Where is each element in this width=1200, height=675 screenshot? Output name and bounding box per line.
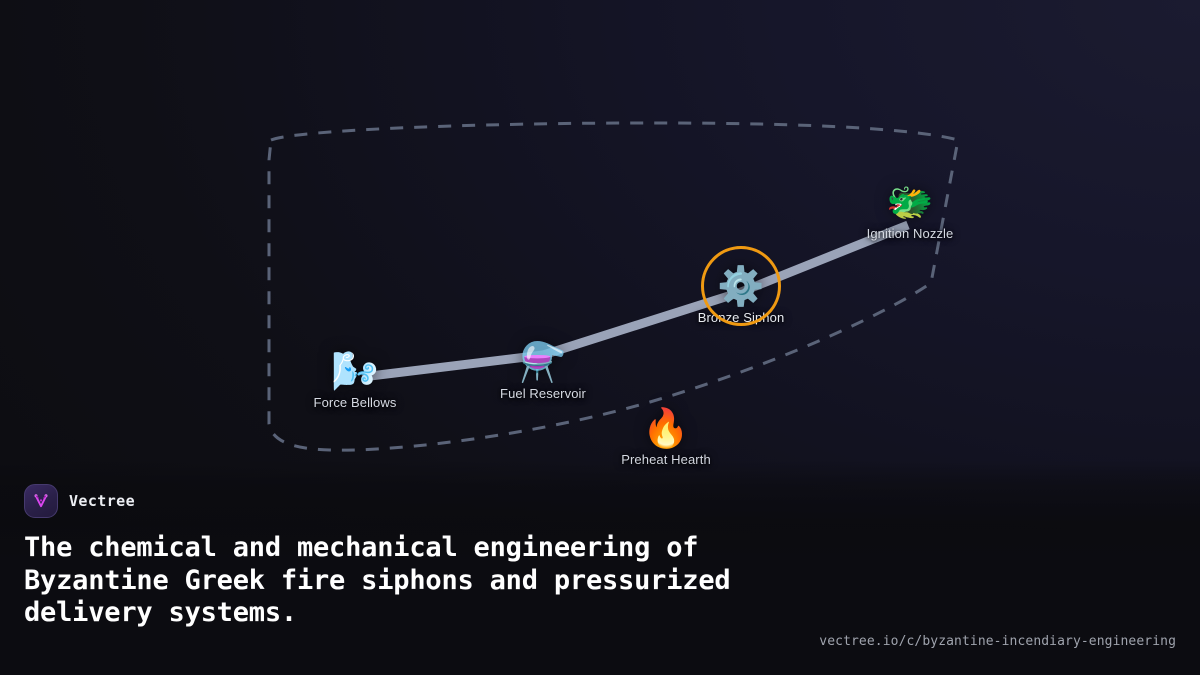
graph-node-bronze-siphon[interactable]: ⚙️ Bronze Siphon [681, 246, 801, 326]
alembic-emoji: ⚗️ [519, 340, 567, 384]
brand-name: Vectree [69, 492, 136, 510]
wind-face-emoji: 🌬️ [331, 349, 379, 393]
graph-node-label: Ignition Nozzle [866, 226, 954, 241]
vectree-logo-icon [24, 484, 58, 518]
caption-headline: The chemical and mechanical engineering … [24, 532, 731, 628]
caption-overlay: Vectree The chemical and mechanical engi… [0, 460, 1200, 675]
selection-ring [701, 246, 781, 326]
graph-node-preheat-hearth[interactable]: 🔥 Preheat Hearth [606, 406, 726, 468]
graph-node-force-bellows[interactable]: 🌬️ Force Bellows [295, 349, 415, 411]
dragon-face-emoji: 🐲 [886, 180, 934, 224]
edge-group [361, 220, 910, 382]
graph-node-label: Force Bellows [313, 395, 397, 410]
graph-node-ignition-nozzle[interactable]: 🐲 Ignition Nozzle [850, 180, 970, 242]
graph-node-label: Fuel Reservoir [500, 386, 586, 401]
source-url: vectree.io/c/byzantine-incendiary-engine… [819, 634, 1176, 649]
cluster-boundary-dashed-enclosure [267, 121, 960, 452]
fire-emoji: 🔥 [642, 406, 690, 450]
edge-force-bellows-to-fuel-reservoir [361, 350, 544, 382]
brand-row: Vectree [24, 484, 1176, 518]
graph-node-fuel-reservoir[interactable]: ⚗️ Fuel Reservoir [483, 340, 603, 402]
